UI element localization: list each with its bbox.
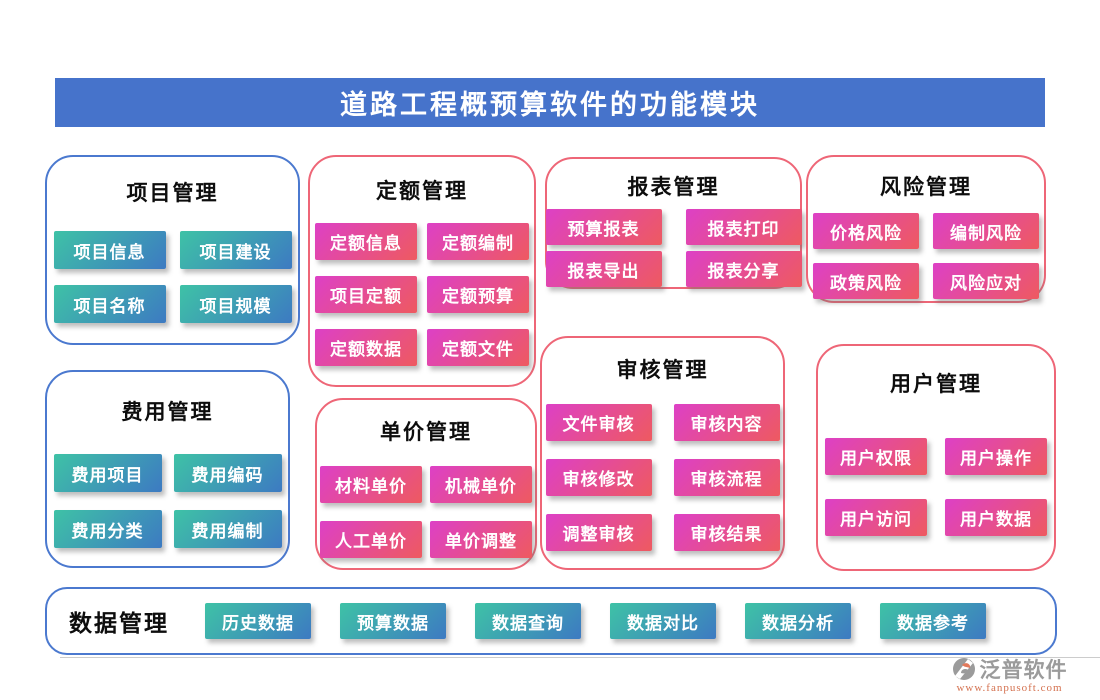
module-title: 定额管理 — [376, 179, 468, 203]
module-quota-management: 定额管理 定额信息 定额编制 项目定额 定额预算 定额数据 定额文件 — [308, 155, 536, 387]
feature-button-quota-file[interactable]: 定额文件 — [427, 329, 529, 366]
module-project-management: 项目管理 项目信息 项目建设 项目名称 项目规模 — [45, 155, 300, 345]
feature-button-budget-report[interactable]: 预算报表 — [545, 209, 662, 245]
feature-button-budget-data[interactable]: 预算数据 — [340, 603, 446, 639]
feature-button-user-access[interactable]: 用户访问 — [825, 499, 927, 536]
feature-button-data-reference[interactable]: 数据参考 — [880, 603, 986, 639]
brand-footer: 泛普软件 www.fanpusoft.com — [927, 654, 1092, 694]
module-report-management: 报表管理 预算报表 报表打印 报表导出 报表分享 — [545, 157, 802, 289]
feature-button-data-analysis[interactable]: 数据分析 — [745, 603, 851, 639]
feature-button-cost-compile[interactable]: 费用编制 — [173, 510, 282, 548]
feature-button-adjust-audit[interactable]: 调整审核 — [545, 514, 652, 551]
module-user-management: 用户管理 用户权限 用户操作 用户访问 用户数据 — [816, 344, 1056, 571]
module-title: 审核管理 — [616, 358, 709, 382]
feature-button-cost-code[interactable]: 费用编码 — [173, 454, 282, 492]
feature-button-quota-info[interactable]: 定额信息 — [315, 223, 417, 260]
module-items: 价格风险 编制风险 政策风险 风险应对 — [813, 213, 1039, 299]
feature-button-data-query[interactable]: 数据查询 — [475, 603, 581, 639]
module-items: 材料单价 机械单价 人工单价 单价调整 — [320, 466, 532, 558]
module-risk-management: 风险管理 价格风险 编制风险 政策风险 风险应对 — [806, 155, 1046, 303]
module-items: 用户权限 用户操作 用户访问 用户数据 — [825, 438, 1047, 536]
feature-button-audit-flow[interactable]: 审核流程 — [673, 459, 780, 496]
feature-button-report-export[interactable]: 报表导出 — [545, 251, 662, 287]
module-title: 单价管理 — [380, 420, 472, 444]
feature-button-report-share[interactable]: 报表分享 — [685, 251, 802, 287]
feature-button-material-price[interactable]: 材料单价 — [320, 466, 422, 503]
feature-button-file-audit[interactable]: 文件审核 — [545, 404, 652, 441]
brand-name: 泛普软件 — [979, 658, 1068, 682]
module-items: 项目信息 项目建设 项目名称 项目规模 — [53, 231, 292, 323]
feature-button-compile-risk[interactable]: 编制风险 — [933, 213, 1039, 249]
feature-button-audit-modify[interactable]: 审核修改 — [545, 459, 652, 496]
feature-button-audit-result[interactable]: 审核结果 — [673, 514, 780, 551]
brand-website: www.fanpusoft.com — [956, 682, 1063, 694]
module-data-management: 数据管理 历史数据 预算数据 数据查询 数据对比 数据分析 数据参考 — [45, 587, 1057, 655]
feature-button-user-permission[interactable]: 用户权限 — [825, 438, 927, 475]
feature-button-user-operation[interactable]: 用户操作 — [945, 438, 1047, 475]
feature-button-price-risk[interactable]: 价格风险 — [813, 213, 919, 249]
module-items: 历史数据 预算数据 数据查询 数据对比 数据分析 数据参考 — [205, 603, 986, 639]
feature-button-risk-response[interactable]: 风险应对 — [933, 263, 1039, 299]
feature-button-quota-data[interactable]: 定额数据 — [315, 329, 417, 366]
feature-button-data-compare[interactable]: 数据对比 — [610, 603, 716, 639]
feature-button-quota-compile[interactable]: 定额编制 — [427, 223, 529, 260]
module-items: 预算报表 报表打印 报表导出 报表分享 — [545, 209, 802, 287]
module-title: 费用管理 — [121, 400, 214, 424]
module-items: 文件审核 审核内容 审核修改 审核流程 调整审核 审核结果 — [545, 404, 780, 551]
module-items: 定额信息 定额编制 项目定额 定额预算 定额数据 定额文件 — [315, 223, 529, 366]
module-title: 数据管理 — [69, 611, 169, 636]
fanpu-logo-icon — [952, 658, 975, 680]
module-title: 报表管理 — [627, 175, 720, 199]
module-title: 用户管理 — [890, 372, 982, 396]
feature-button-project-quota[interactable]: 项目定额 — [315, 276, 417, 313]
divider — [60, 657, 1100, 658]
module-unit-price-management: 单价管理 材料单价 机械单价 人工单价 单价调整 — [315, 398, 537, 570]
feature-button-machine-price[interactable]: 机械单价 — [430, 466, 532, 503]
feature-button-project-name[interactable]: 项目名称 — [53, 285, 166, 323]
page-title: 道路工程概预算软件的功能模块 — [55, 78, 1045, 127]
module-cost-management: 费用管理 费用项目 费用编码 费用分类 费用编制 — [45, 370, 290, 568]
feature-button-audit-content[interactable]: 审核内容 — [673, 404, 780, 441]
feature-button-policy-risk[interactable]: 政策风险 — [813, 263, 919, 299]
feature-button-history-data[interactable]: 历史数据 — [205, 603, 311, 639]
module-audit-management: 审核管理 文件审核 审核内容 审核修改 审核流程 调整审核 审核结果 — [540, 336, 785, 570]
feature-button-project-info[interactable]: 项目信息 — [53, 231, 166, 269]
feature-button-cost-item[interactable]: 费用项目 — [53, 454, 162, 492]
feature-button-report-print[interactable]: 报表打印 — [685, 209, 802, 245]
feature-button-user-data[interactable]: 用户数据 — [945, 499, 1047, 536]
feature-button-project-build[interactable]: 项目建设 — [179, 231, 292, 269]
feature-button-cost-category[interactable]: 费用分类 — [53, 510, 162, 548]
feature-button-quota-budget[interactable]: 定额预算 — [427, 276, 529, 313]
module-items: 费用项目 费用编码 费用分类 费用编制 — [53, 454, 282, 548]
feature-button-labor-price[interactable]: 人工单价 — [320, 521, 422, 558]
module-title: 风险管理 — [880, 175, 972, 199]
feature-button-price-adjust[interactable]: 单价调整 — [430, 521, 532, 558]
feature-button-project-scale[interactable]: 项目规模 — [179, 285, 292, 323]
module-title: 项目管理 — [126, 181, 219, 205]
